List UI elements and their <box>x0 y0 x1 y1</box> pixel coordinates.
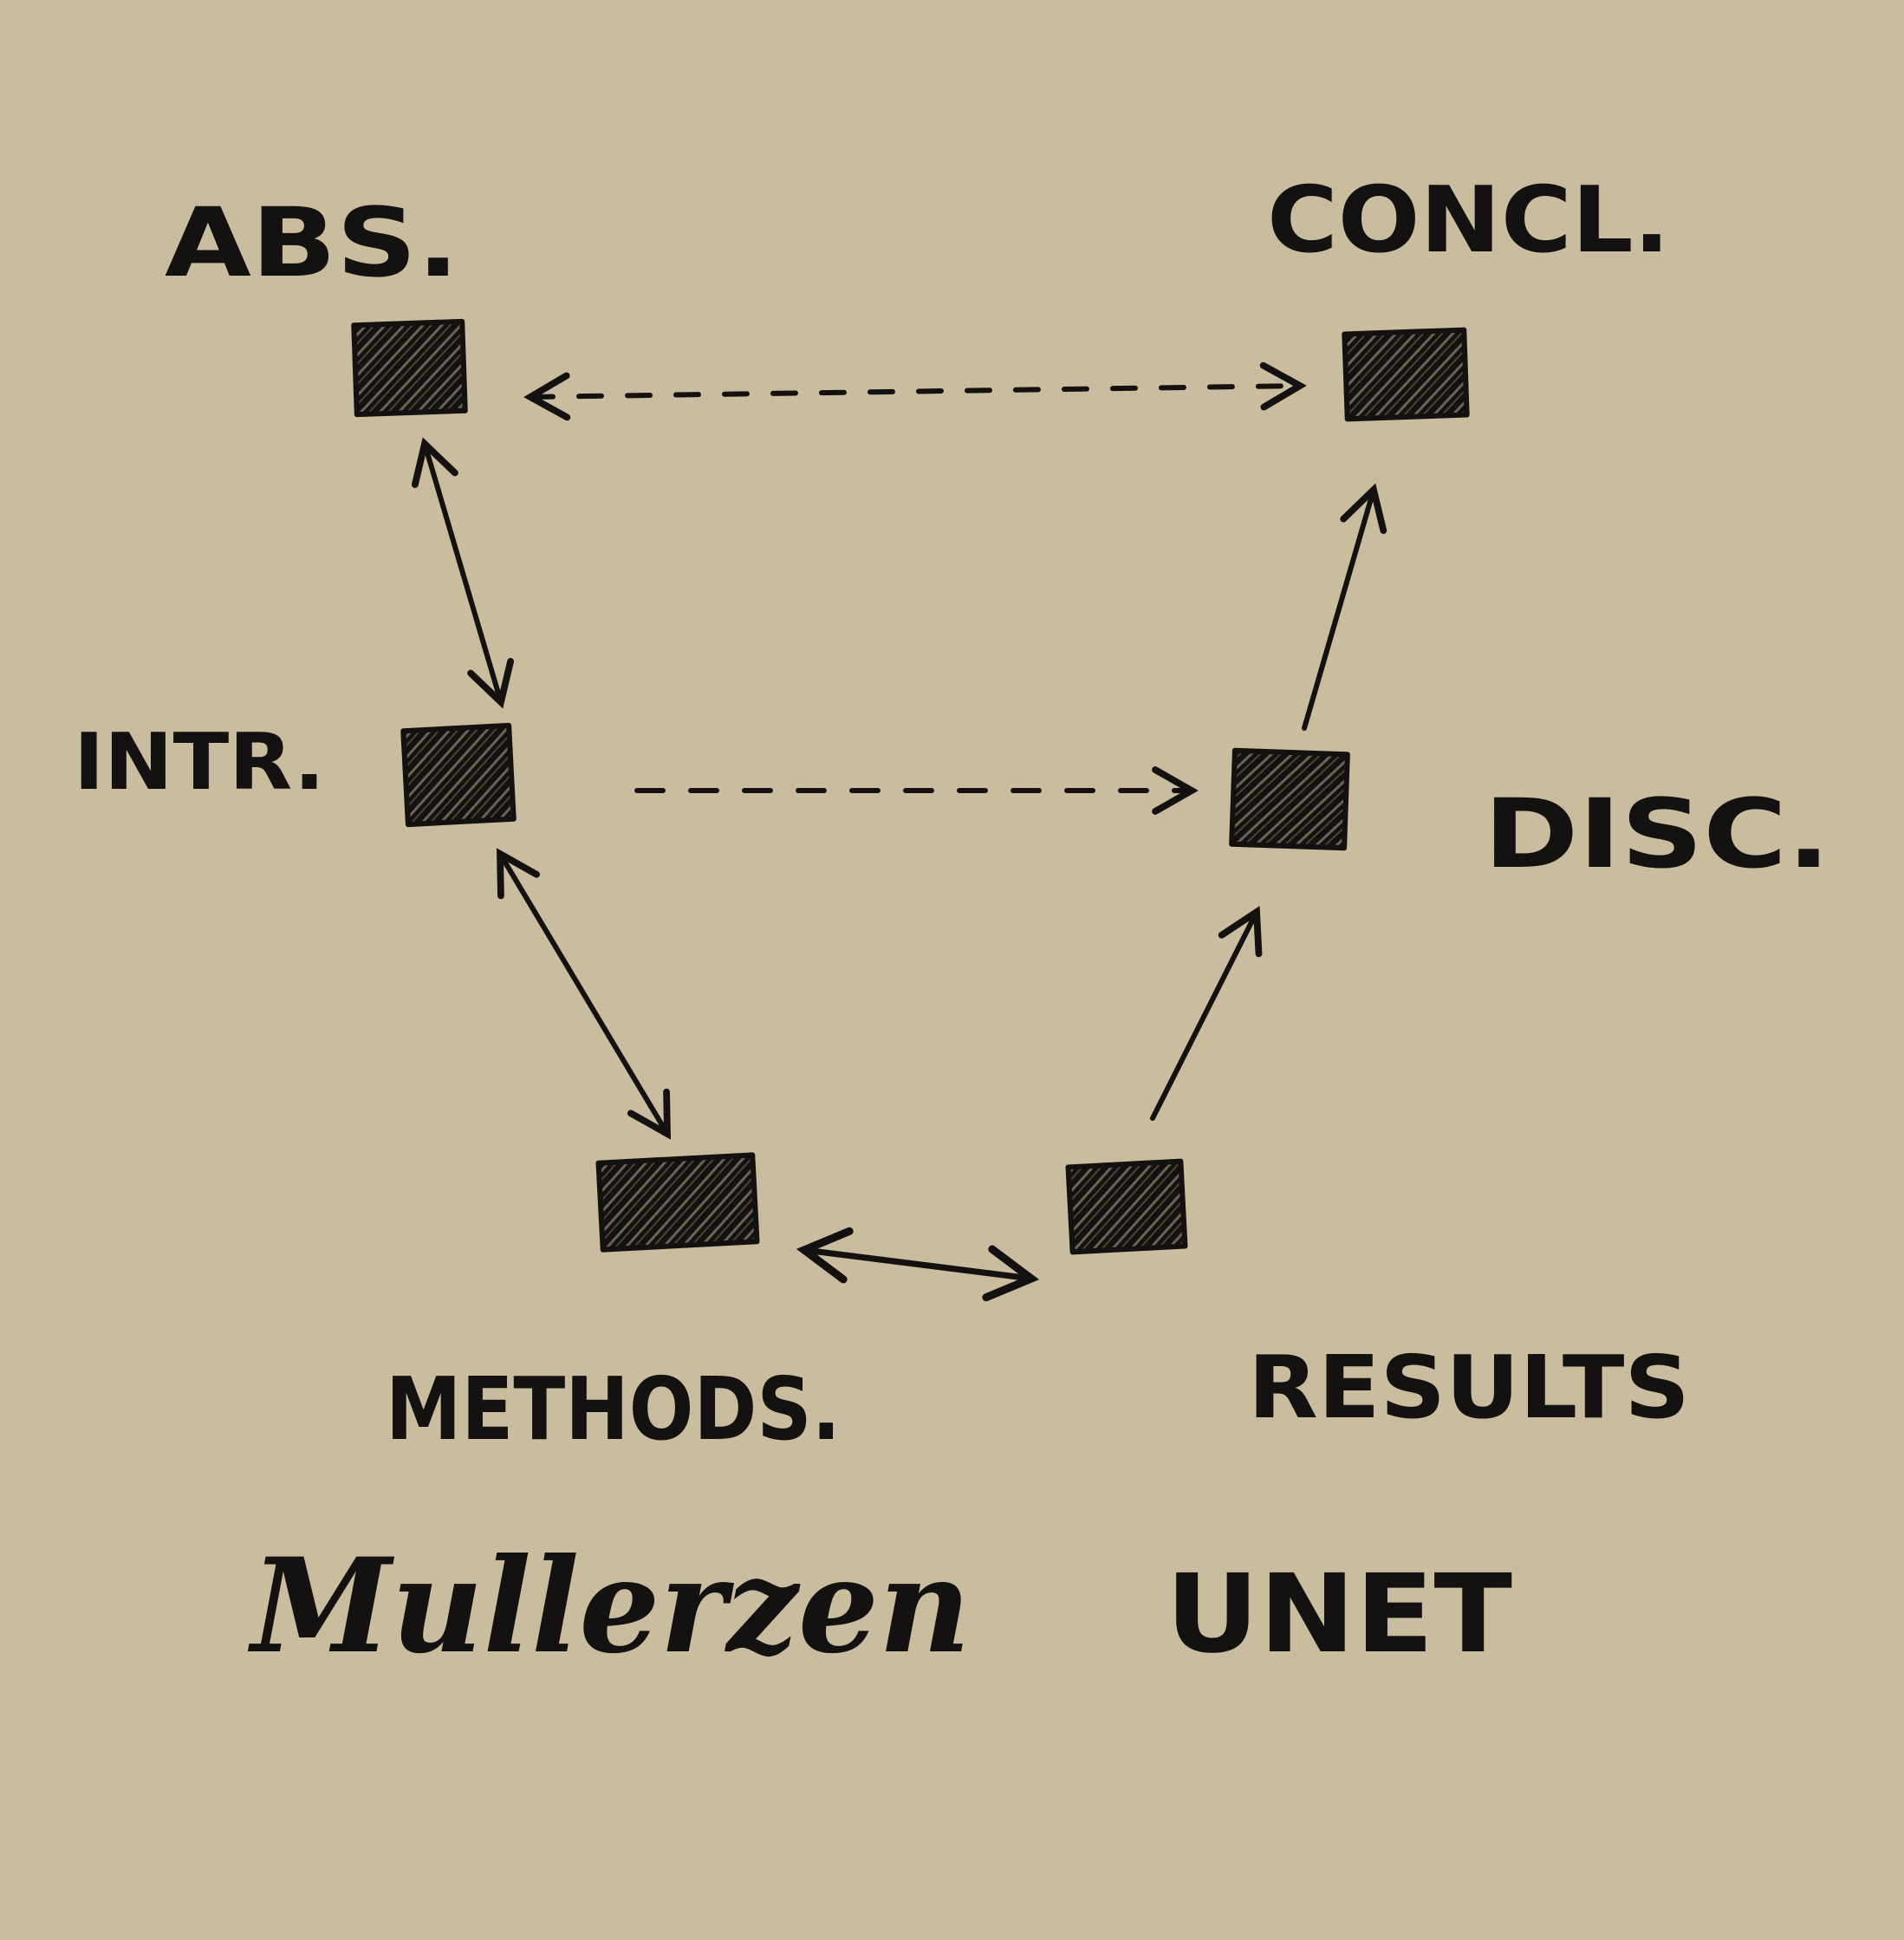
node-box-discussion <box>1229 747 1350 851</box>
edge-abstract-conclusion <box>523 361 1307 421</box>
node-label-introduction: INTR. <box>74 717 325 808</box>
node-label-methods: METHODS. <box>386 1358 841 1460</box>
node-labels: ABS. CONCL. INTR. DISC. METHODS. RESULTS <box>74 167 1830 1460</box>
edge-results-discussion <box>1150 905 1263 1121</box>
edge-abstract-introduction <box>411 437 515 709</box>
node-label-conclusion: CONCL. <box>1267 167 1670 273</box>
edge-introduction-methods <box>496 848 672 1140</box>
node-box-introduction <box>400 722 517 828</box>
node-box-conclusion <box>1342 327 1470 422</box>
edge-discussion-conclusion <box>1302 483 1387 731</box>
caption-left: Mullerzen <box>247 1530 971 1683</box>
edge-methods-results <box>796 1227 1040 1302</box>
node-box-methods <box>595 1152 760 1253</box>
edges <box>411 361 1387 1302</box>
node-label-discussion: DISC. <box>1484 778 1830 889</box>
node-box-abstract <box>351 318 468 418</box>
node-boxes <box>351 318 1470 1255</box>
caption-right: UNET <box>1166 1552 1512 1677</box>
node-box-results <box>1065 1158 1188 1255</box>
caption: Mullerzen UNET <box>247 1530 1512 1683</box>
node-label-results: RESULTS <box>1248 1337 1690 1438</box>
node-label-abstract: ABS. <box>165 187 459 298</box>
